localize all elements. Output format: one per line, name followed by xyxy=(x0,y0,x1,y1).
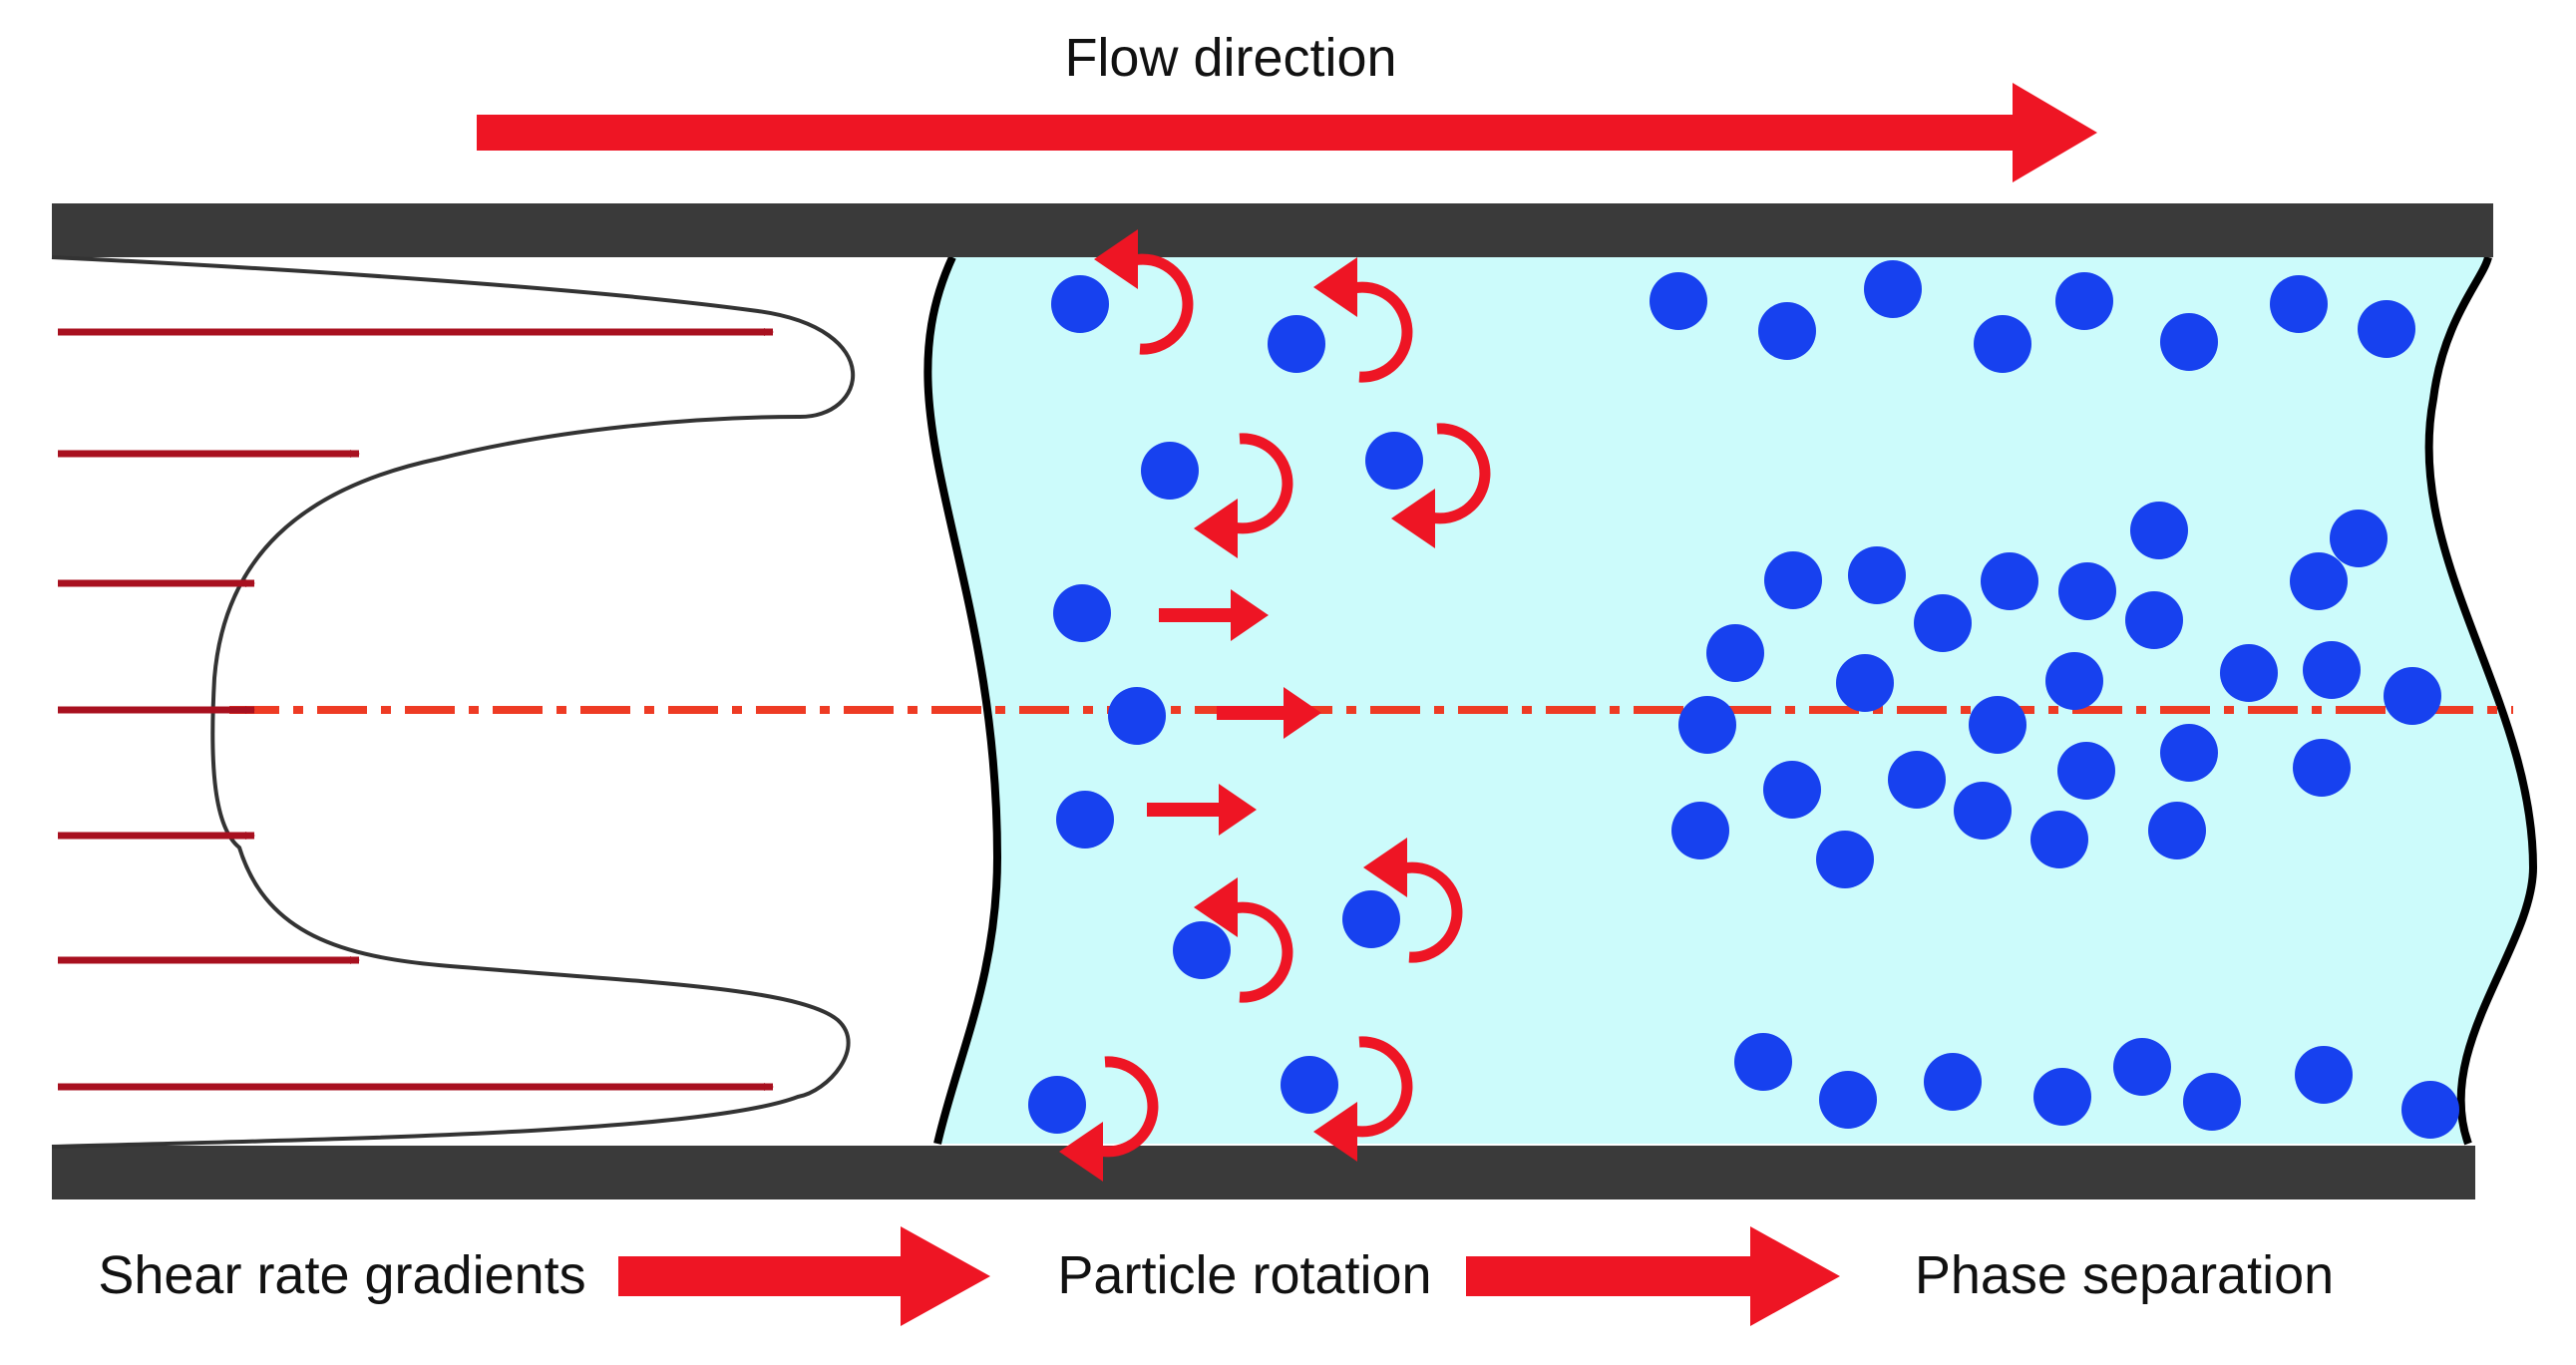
top-wall xyxy=(52,203,2493,257)
particle xyxy=(2057,742,2115,800)
rotation-arrow-icon xyxy=(1059,1056,1159,1182)
particle xyxy=(1051,275,1109,333)
translation-arrow-icon xyxy=(1147,784,1257,836)
particle xyxy=(1969,696,2026,754)
right-interface-line xyxy=(2424,255,2538,1146)
particle xyxy=(2055,272,2113,330)
particle xyxy=(1974,315,2031,373)
particle xyxy=(1268,315,1325,373)
particle xyxy=(2148,802,2206,859)
stage-arrow-1 xyxy=(618,1226,990,1326)
particle xyxy=(2330,510,2388,567)
shear-arrows-group xyxy=(58,328,774,1091)
bottom-wall xyxy=(52,1146,2475,1199)
particle xyxy=(1056,791,1114,849)
particle xyxy=(1836,654,1894,712)
stage-arrow-2 xyxy=(1466,1226,1840,1326)
particle xyxy=(2058,562,2116,620)
particle xyxy=(2130,502,2188,559)
particle xyxy=(1706,624,1764,682)
flow-direction-arrow xyxy=(477,83,2097,182)
translation-arrows-group xyxy=(1147,589,1321,836)
particle xyxy=(2045,652,2103,710)
particle xyxy=(2033,1068,2091,1126)
particle xyxy=(2358,300,2415,358)
translation-arrow-icon xyxy=(1217,687,1321,739)
particle xyxy=(2401,1081,2459,1139)
particle xyxy=(2384,667,2441,725)
particle xyxy=(1924,1053,1982,1111)
particle xyxy=(1678,696,1736,754)
stage-label-shear-rate-gradients: Shear rate gradients xyxy=(98,1245,586,1305)
left-interface-line xyxy=(923,255,1002,1145)
translation-arrow-icon xyxy=(1159,589,1269,641)
particle xyxy=(1864,260,1922,318)
stage-label-phase-separation: Phase separation xyxy=(1914,1245,2335,1305)
particle xyxy=(2293,739,2351,797)
particle xyxy=(2160,313,2218,371)
particle xyxy=(1819,1071,1877,1129)
rotation-arrow-icon xyxy=(1094,229,1194,355)
fluid-region xyxy=(927,257,2534,1144)
particles-group xyxy=(1028,260,2459,1139)
rotation-arrow-icon xyxy=(1313,1036,1413,1162)
particle xyxy=(1650,272,1707,330)
flow-direction-label: Flow direction xyxy=(1064,28,1397,88)
particle xyxy=(1758,302,1816,360)
particle xyxy=(2125,591,2183,649)
particle xyxy=(1141,442,1199,500)
particle xyxy=(2030,811,2088,868)
rotation-arrows-group xyxy=(1059,229,1491,1182)
particle xyxy=(1671,802,1729,859)
particle xyxy=(1816,831,1874,888)
particle xyxy=(2295,1046,2353,1104)
particle xyxy=(1108,687,1166,745)
velocity-profile-curve xyxy=(51,255,855,1149)
particle xyxy=(1848,546,1906,604)
particle xyxy=(2290,552,2348,610)
particle xyxy=(1764,551,1822,609)
particle xyxy=(1734,1033,1792,1091)
rotation-arrow-icon xyxy=(1313,257,1413,383)
particle xyxy=(2160,724,2218,782)
rotation-arrow-icon xyxy=(1194,877,1293,1003)
particle xyxy=(1763,761,1821,819)
particle xyxy=(2303,641,2361,699)
particle xyxy=(2183,1073,2241,1131)
particle xyxy=(1053,584,1111,642)
particle xyxy=(2220,644,2278,702)
particle xyxy=(1281,1056,1338,1114)
rotation-arrow-icon xyxy=(1363,838,1463,963)
particle xyxy=(1173,921,1231,979)
particle xyxy=(1981,552,2038,610)
particle xyxy=(1914,594,1972,652)
rotation-arrow-icon xyxy=(1391,423,1491,548)
particle xyxy=(1028,1076,1086,1134)
particle xyxy=(1342,890,1400,948)
stage-label-particle-rotation: Particle rotation xyxy=(1057,1245,1432,1305)
particle xyxy=(1365,432,1423,490)
particle xyxy=(1954,782,2012,840)
particle xyxy=(2113,1038,2171,1096)
particle xyxy=(1888,751,1946,809)
particle xyxy=(2270,275,2328,333)
rotation-arrow-icon xyxy=(1194,433,1293,558)
